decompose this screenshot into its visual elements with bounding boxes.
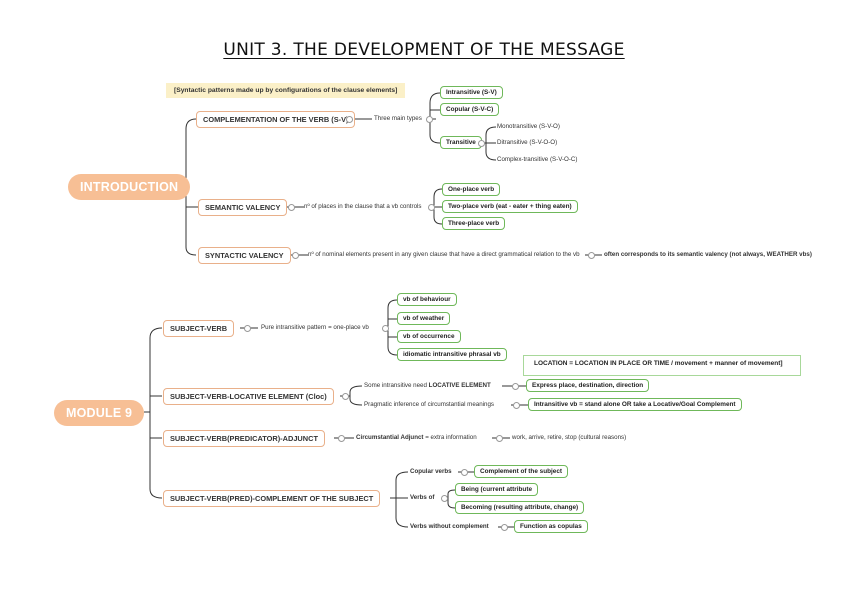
- adjunct-examples: work, arrive, retire, stop (cultural rea…: [512, 434, 627, 441]
- node-adjunct[interactable]: SUBJECT-VERB(PREDICATOR)-ADJUNCT: [163, 430, 325, 447]
- complementation-desc: Three main types: [374, 115, 422, 122]
- subject-verb-desc: Pure intransitive pattern = one-place vb: [261, 324, 369, 331]
- root-label: MODULE 9: [66, 406, 133, 420]
- collapse-toggle[interactable]: [346, 116, 353, 123]
- node-vb-weather[interactable]: vb of weather: [397, 312, 451, 325]
- collapse-toggle[interactable]: [588, 252, 595, 259]
- root-label: INTRODUCTION: [80, 180, 179, 194]
- collapse-toggle[interactable]: [338, 435, 345, 442]
- syntactic-valency-note: often corresponds to its semantic valenc…: [604, 251, 812, 258]
- node-express-place[interactable]: Express place, destination, direction: [526, 379, 650, 392]
- collapse-toggle[interactable]: [461, 469, 468, 476]
- node-copular[interactable]: Copular (S-V-C): [440, 103, 500, 116]
- node-transitive[interactable]: Transitive: [440, 136, 482, 149]
- node-complement-of-subject[interactable]: SUBJECT-VERB(PRED)-COMPLEMENT OF THE SUB…: [163, 490, 381, 507]
- node-becoming[interactable]: Becoming (resulting attribute, change): [455, 501, 585, 514]
- node-subject-verb[interactable]: SUBJECT-VERB: [163, 320, 235, 337]
- collapse-toggle[interactable]: [428, 204, 435, 211]
- collapse-toggle[interactable]: [342, 393, 349, 400]
- collapse-toggle[interactable]: [513, 402, 520, 409]
- adjunct-desc: Circumstantial Adjunct = extra informati…: [356, 434, 477, 441]
- collapse-toggle[interactable]: [512, 383, 519, 390]
- collapse-toggle[interactable]: [292, 252, 299, 259]
- collapse-toggle[interactable]: [382, 325, 389, 332]
- node-idiomatic-phrasal-vb[interactable]: idiomatic intransitive phrasal vb: [397, 348, 507, 361]
- collapse-toggle[interactable]: [426, 116, 433, 123]
- semantic-valency-desc: nº of places in the clause that a vb con…: [304, 203, 422, 210]
- node-being[interactable]: Being (current attribute: [455, 483, 539, 496]
- node-intransitive-vb-locative[interactable]: Intransitive vb = stand alone OR take a …: [528, 398, 742, 411]
- locative-desc-2: Pragmatic inference of circumstantial me…: [364, 401, 494, 408]
- collapse-toggle[interactable]: [478, 140, 485, 147]
- collapse-toggle[interactable]: [441, 495, 448, 502]
- node-complement-subject[interactable]: Complement of the subject: [474, 465, 569, 478]
- root-node-introduction[interactable]: INTRODUCTION: [68, 174, 191, 200]
- page-title: UNIT 3. THE DEVELOPMENT OF THE MESSAGE: [223, 40, 625, 60]
- verbs-without-complement-label: Verbs without complement: [410, 523, 489, 530]
- node-three-place-verb[interactable]: Three-place verb: [442, 217, 506, 230]
- node-syntactic-valency[interactable]: SYNTACTIC VALENCY: [198, 247, 291, 264]
- node-function-as-copulas[interactable]: Function as copulas: [514, 520, 588, 533]
- node-vb-behaviour[interactable]: vb of behaviour: [397, 293, 457, 306]
- node-vb-occurrence[interactable]: vb of occurrence: [397, 330, 461, 343]
- location-note: LOCATION = LOCATION IN PLACE OR TIME / m…: [523, 355, 801, 376]
- locative-desc-1: Some intransitive need LOCATIVE ELEMENT: [364, 382, 491, 389]
- node-complementation[interactable]: COMPLEMENTATION OF THE VERB (S-V): [196, 111, 356, 128]
- subtype-complex-transitive: Complex-transitive (S-V-O-C): [497, 156, 578, 163]
- copular-verbs-label: Copular verbs: [410, 468, 452, 475]
- collapse-toggle[interactable]: [496, 435, 503, 442]
- syntactic-valency-desc: nº of nominal elements present in any gi…: [308, 251, 580, 258]
- node-locative[interactable]: SUBJECT-VERB-LOCATIVE ELEMENT (Cloc): [163, 388, 334, 405]
- verbs-of-label: Verbs of: [410, 494, 435, 501]
- collapse-toggle[interactable]: [501, 524, 508, 531]
- subtype-monotransitive: Monotransitive (S-V-O): [497, 123, 560, 130]
- node-intransitive[interactable]: Intransitive (S-V): [440, 86, 503, 99]
- subtype-ditransitive: Ditransitive (S-V-O-O): [497, 139, 558, 146]
- node-two-place-verb[interactable]: Two-place verb (eat - eater + thing eate…: [442, 200, 578, 213]
- syntactic-patterns-note: [Syntactic patterns made up by configura…: [166, 83, 406, 98]
- collapse-toggle[interactable]: [288, 204, 295, 211]
- node-one-place-verb[interactable]: One-place verb: [442, 183, 501, 196]
- root-node-module-9[interactable]: MODULE 9: [54, 400, 145, 426]
- collapse-toggle[interactable]: [244, 325, 251, 332]
- node-semantic-valency[interactable]: SEMANTIC VALENCY: [198, 199, 288, 216]
